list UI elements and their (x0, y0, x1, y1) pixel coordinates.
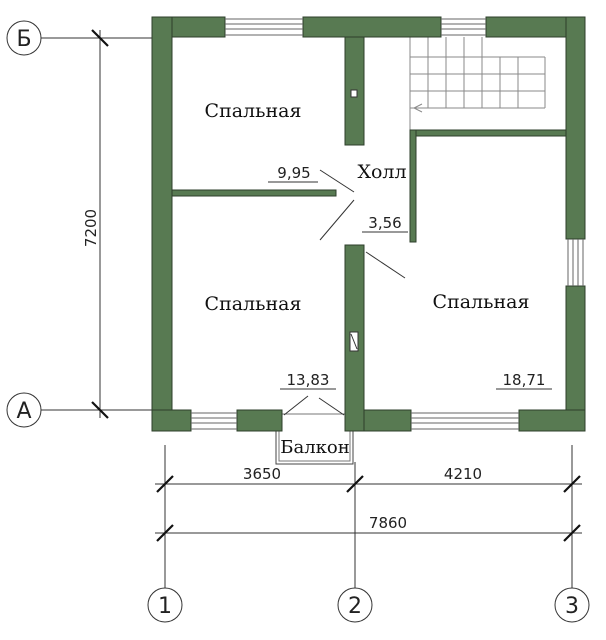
axis-bubble-1: 1 (147, 587, 183, 623)
dimension-lines (41, 29, 582, 588)
window-top-right (441, 18, 486, 36)
room-area-hall: 3,56 (368, 214, 401, 232)
axis-label-b: Б (16, 27, 31, 52)
area-underlines (268, 181, 552, 390)
room-area-bedroom-bottom-left: 13,83 (287, 371, 330, 389)
axis-bubble-a: А (6, 392, 42, 428)
stairs (409, 37, 566, 131)
axis-bubble-3: 3 (554, 587, 590, 623)
window-bottom-right (411, 412, 519, 430)
axis-label-3: 3 (565, 594, 579, 619)
axis-label-1: 1 (158, 594, 172, 619)
axis-bubble-2: 2 (337, 587, 373, 623)
axis-bubble-b: Б (6, 20, 42, 56)
dimension-width-total: 7860 (369, 514, 407, 532)
room-name-hall: Холл (357, 161, 406, 183)
window-right (567, 239, 584, 286)
axis-label-a: А (16, 399, 31, 424)
room-area-bedroom-right: 18,71 (503, 371, 546, 389)
vent-markers (349, 89, 359, 352)
room-name-bedroom-right: Спальная (433, 291, 530, 313)
axis-label-2: 2 (348, 594, 362, 619)
walls (151, 16, 586, 432)
room-name-balcony: Балкон (280, 437, 349, 458)
balcony (275, 413, 354, 465)
room-name-bedroom-top-left: Спальная (205, 100, 302, 122)
dimension-width-right: 4210 (444, 465, 482, 483)
dimension-width-left: 3650 (243, 465, 281, 483)
room-area-bedroom-top-left: 9,95 (277, 164, 310, 182)
room-name-bedroom-bottom-left: Спальная (205, 293, 302, 315)
dimension-height-total: 7200 (82, 209, 100, 247)
door-swings (283, 169, 406, 416)
window-bottom-left (191, 412, 237, 430)
window-top-left (225, 18, 303, 36)
